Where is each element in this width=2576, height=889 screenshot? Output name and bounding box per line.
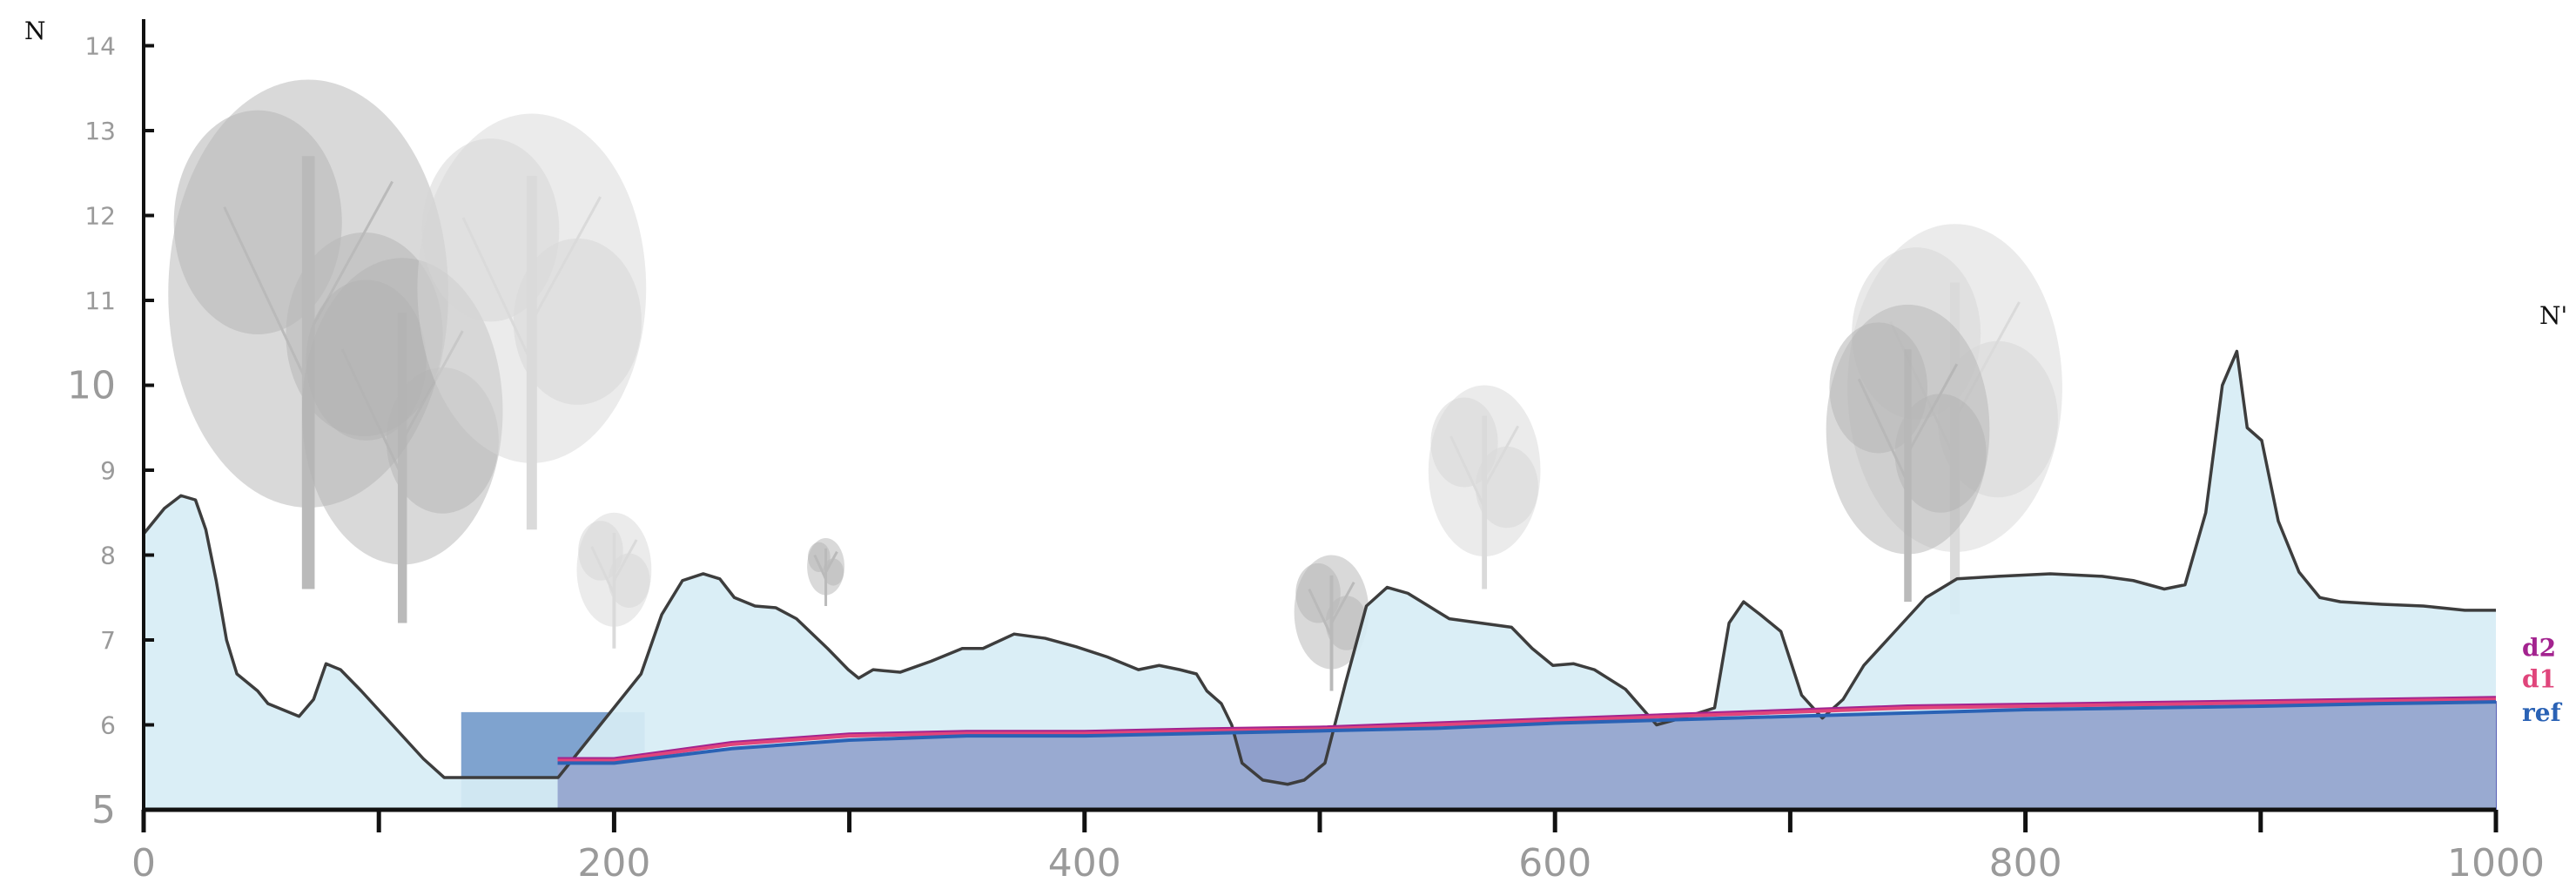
start-label: N: [24, 17, 46, 45]
y-tick-label: 11: [84, 286, 116, 315]
x-tick-label: 400: [1048, 841, 1121, 886]
tree-branch: [1483, 425, 1520, 488]
tree-branch: [1954, 301, 2021, 421]
y-tick-label: 13: [84, 117, 116, 145]
terrain-fill: [144, 351, 2496, 810]
series-line-d1: [557, 697, 2497, 763]
groundwater-overlay: [557, 702, 2496, 810]
tree-branch: [340, 348, 404, 478]
tree-crown: [1894, 394, 1987, 513]
series-label-d2: d2: [2522, 633, 2556, 662]
tree-branch: [1330, 581, 1355, 624]
y-tick-label: 5: [91, 788, 116, 832]
tree-icon: [576, 512, 652, 649]
tree-branch: [400, 330, 464, 441]
tree-branch: [813, 554, 827, 580]
tree-icon: [807, 538, 845, 606]
x-tick-label: 800: [1989, 841, 2062, 886]
terrain-outline: [142, 349, 2496, 786]
tree-branch: [1308, 588, 1333, 637]
x-tick-label: 1000: [2447, 841, 2545, 886]
series-label-ref: ref: [2522, 698, 2563, 727]
y-tick-label: 10: [67, 364, 116, 408]
y-tick-label: 6: [100, 711, 116, 740]
tree-branch: [824, 550, 838, 573]
y-tick-label: 9: [100, 456, 116, 485]
tree-crown: [823, 558, 844, 586]
tree-crown: [1475, 446, 1538, 529]
x-tick-label: 600: [1518, 841, 1591, 886]
tree-icon: [301, 258, 503, 623]
tree-branch: [223, 206, 310, 387]
x-tick-label: 200: [577, 841, 650, 886]
y-tick-label: 12: [84, 202, 116, 231]
tree-crown: [386, 367, 499, 514]
tree-branch: [530, 196, 602, 323]
tree-branch: [1907, 363, 1959, 455]
y-tick-label: 14: [84, 32, 116, 61]
tree-icon: [1428, 385, 1541, 589]
tree-icon: [1826, 304, 1990, 603]
tree-branch: [1449, 435, 1486, 508]
tree-silhouettes: [168, 79, 2062, 691]
end-label: N': [2539, 301, 2567, 330]
tree-branch: [613, 539, 638, 582]
series-line-ref: [557, 700, 2497, 765]
x-tick-label: 0: [131, 841, 156, 886]
terrain-area: [142, 349, 2496, 810]
tree-crown: [513, 238, 642, 405]
tree-crown: [608, 553, 650, 608]
tree-branch: [590, 546, 615, 595]
tree-branch: [1857, 378, 1909, 484]
series-label-d1: d1: [2522, 664, 2556, 693]
y-tick-label: 7: [100, 626, 116, 655]
axes: 5 6 7 8 9 10 11 12 13 14 0 200 400 600 800 1000: [67, 19, 2545, 886]
y-tick-label: 8: [100, 542, 116, 570]
tree-icon: [417, 113, 647, 530]
tree-branch: [461, 217, 534, 364]
